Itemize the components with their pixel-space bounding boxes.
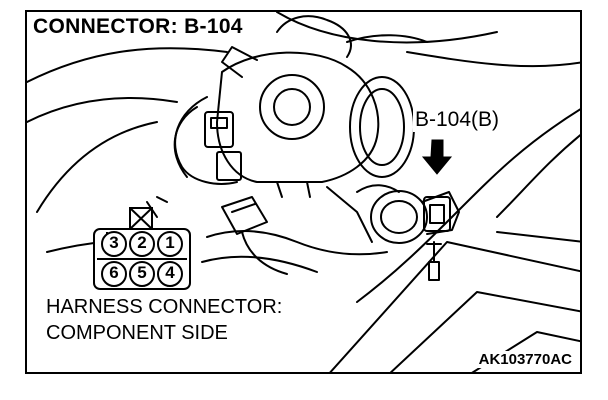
pin-4-label: 4	[165, 263, 175, 282]
connector-pin-circles	[101, 231, 183, 287]
pin-5-label: 5	[137, 263, 147, 282]
pin-6-label: 6	[109, 263, 119, 282]
harness-connector-caption: HARNESS CONNECTOR: COMPONENT SIDE	[43, 294, 286, 346]
engine-illustration	[27, 12, 580, 372]
pin-2-label: 2	[137, 233, 147, 252]
harness-caption-line-2: COMPONENT SIDE	[43, 320, 231, 346]
figure-id: AK103770AC	[476, 351, 574, 368]
diagram-title: CONNECTOR: B-104	[33, 15, 247, 41]
harness-caption-line-1: HARNESS CONNECTOR:	[43, 294, 286, 320]
pin-1-label: 1	[165, 233, 175, 252]
callout-label: B-104(B)	[413, 108, 502, 132]
diagram-frame: 3 2 1 6 5 4 CONNECTOR: B-104 B-104(B) HA…	[25, 10, 582, 374]
callout-arrow	[421, 139, 453, 175]
pin-3-label: 3	[109, 233, 119, 252]
